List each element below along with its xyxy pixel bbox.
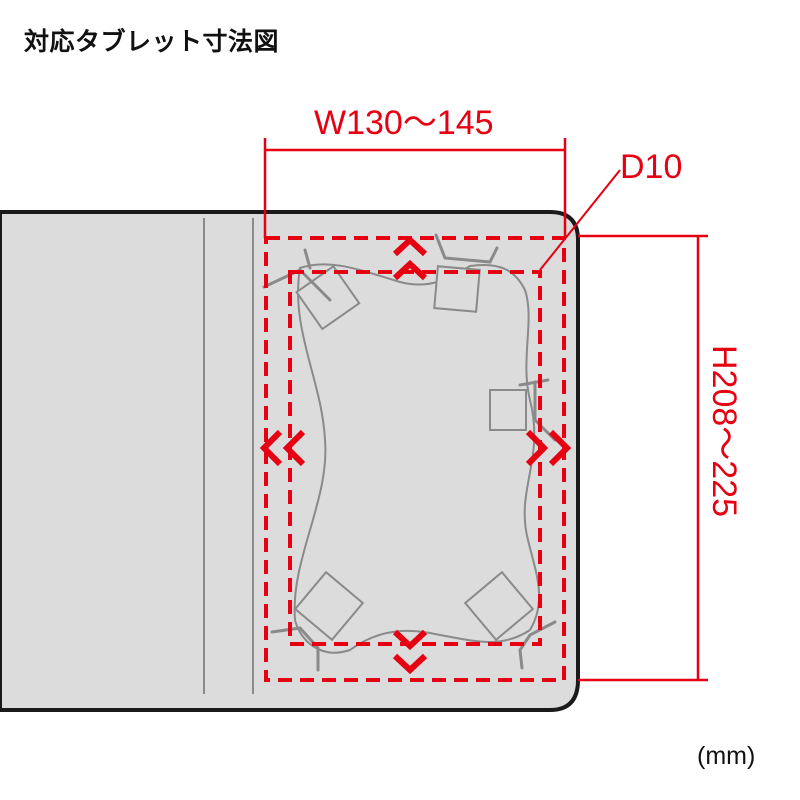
max-size-dashed-outline (264, 236, 566, 682)
height-label: H208〜225 (705, 345, 743, 518)
clamp-icon (270, 570, 365, 672)
clamp-icon (262, 248, 361, 331)
arrow-right-icon (525, 429, 572, 467)
width-label: W130〜145 (314, 104, 494, 142)
depth-leader-line (539, 169, 621, 271)
width-dimension-line (263, 138, 567, 238)
clamp-icon (489, 378, 557, 442)
clamp-icon (463, 570, 557, 670)
unit-label: (mm) (697, 742, 756, 770)
clamp-icon (433, 233, 499, 313)
height-dimension-line (578, 234, 708, 682)
diagram-title: 対応タブレット寸法図 (24, 27, 280, 56)
arrow-up-icon (392, 235, 428, 281)
arrow-down-icon (392, 629, 428, 675)
min-size-dashed-outline (288, 270, 542, 646)
depth-label: D10 (620, 148, 683, 186)
arrow-left-icon (259, 429, 306, 467)
